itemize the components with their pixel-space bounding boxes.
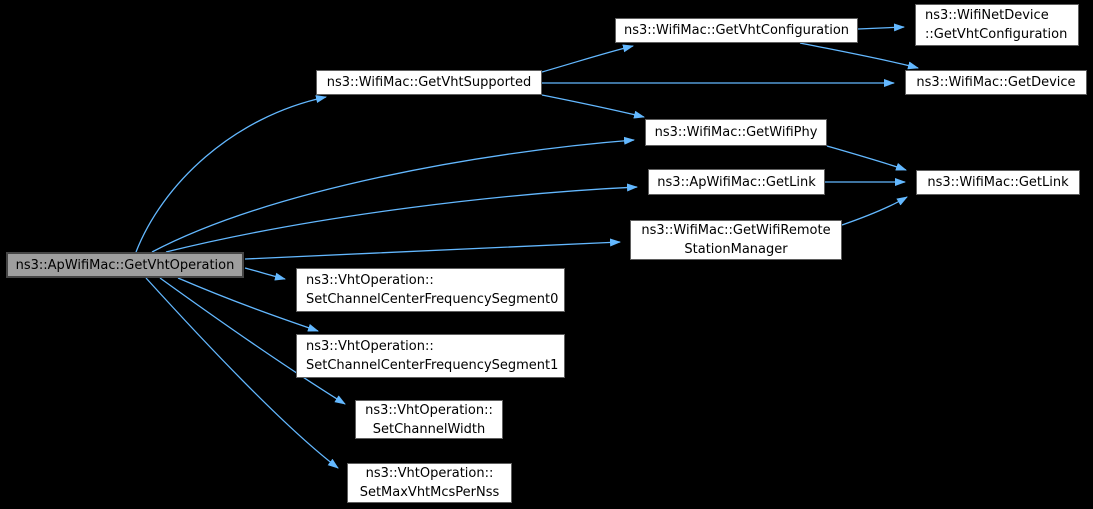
node-vhtoperation-set-channel-center-frequency-segment0[interactable]: ns3::VhtOperation:: SetChannelCenterFreq… (296, 268, 565, 312)
node-wifimac-get-wifi-phy[interactable]: ns3::WifiMac::GetWifiPhy (645, 119, 827, 146)
node-label-line2: ::GetVhtConfiguration (925, 27, 1068, 42)
node-wifimac-get-device[interactable]: ns3::WifiMac::GetDevice (905, 70, 1087, 95)
edge-getvhtoperation-to-getwifiphy (151, 136, 635, 253)
node-label-line2: StationManager (684, 242, 788, 257)
node-label: ns3::WifiMac::GetVhtConfiguration (623, 23, 850, 38)
node-vhtoperation-set-channel-center-frequency-segment1[interactable]: ns3::VhtOperation:: SetChannelCenterFreq… (296, 334, 565, 378)
node-label-line2: SetChannelWidth (372, 421, 486, 437)
node-label-line1: ns3::WifiMac::GetWifiRemote (641, 223, 831, 238)
edge-getvhtoperation-to-getvhtsupported (135, 95, 327, 253)
node-label-line1: ns3::VhtOperation:: (306, 339, 434, 354)
edge-getvhtoperation-to-setsegment0 (244, 267, 286, 281)
node-label: ns3::WifiMac::GetWifiPhy (654, 125, 818, 140)
edge-getvhtconfiguration-to-getdevice (799, 42, 919, 70)
edge-getvhtoperation-to-setchannelwidth (159, 277, 346, 405)
node-label-line1: ns3::VhtOperation:: (365, 402, 493, 418)
node-label-line1: ns3::VhtOperation:: (365, 466, 494, 481)
edge-getvhtoperation-to-getwifiremote (244, 238, 621, 260)
edge-getvhtoperation-to-apgetlink (165, 183, 638, 253)
node-wifinetdevice-get-vht-configuration[interactable]: ns3::WifiNetDevice ::GetVhtConfiguration (915, 4, 1079, 46)
edge-getvhtsupported-to-getwifiphy (541, 94, 645, 119)
node-label-line1: ns3::VhtOperation:: (306, 273, 434, 288)
node-label: ns3::WifiMac::GetDevice (916, 75, 1076, 90)
edge-getvhtoperation-to-setmaxvhtmcs (145, 277, 339, 469)
node-label-line2: SetChannelCenterFrequencySegment1 (306, 358, 559, 373)
node-label: ns3::WifiMac::GetVhtSupported (326, 75, 532, 90)
node-label: ns3::ApWifiMac::GetVhtOperation (15, 257, 235, 273)
node-wifimac-get-wifi-remote-station-manager[interactable]: ns3::WifiMac::GetWifiRemote StationManag… (630, 220, 842, 260)
edge-getvhtsupported-to-getvhtconfiguration (541, 44, 634, 73)
node-wifimac-get-vht-supported[interactable]: ns3::WifiMac::GetVhtSupported (316, 70, 542, 95)
node-wifimac-get-vht-configuration[interactable]: ns3::WifiMac::GetVhtConfiguration (615, 18, 858, 43)
node-label: ns3::WifiMac::GetLink (927, 175, 1069, 190)
node-label-line2: SetMaxVhtMcsPerNss (359, 485, 500, 500)
node-vhtoperation-set-channel-width[interactable]: ns3::VhtOperation:: SetChannelWidth (355, 400, 503, 439)
node-wifimac-get-link[interactable]: ns3::WifiMac::GetLink (916, 170, 1080, 195)
edge-getwifiremote-to-getlink (841, 196, 908, 226)
node-label-line2: SetChannelCenterFrequencySegment0 (306, 292, 559, 307)
node-vhtoperation-set-max-vht-mcs-per-nss[interactable]: ns3::VhtOperation:: SetMaxVhtMcsPerNss (347, 463, 512, 503)
edge-getwifiphy-to-getlink (826, 145, 907, 171)
edge-getvhtoperation-to-setsegment1 (177, 277, 319, 332)
node-ap-wifimac-get-link[interactable]: ns3::ApWifiMac::GetLink (648, 169, 825, 195)
node-label: ns3::ApWifiMac::GetLink (657, 174, 816, 190)
edge-getvhtconfiguration-to-netdevicegetvhtconfiguration (857, 23, 905, 32)
node-label-line1: ns3::WifiNetDevice (925, 8, 1049, 23)
node-ap-wifimac-get-vht-operation[interactable]: ns3::ApWifiMac::GetVhtOperation (6, 252, 244, 278)
